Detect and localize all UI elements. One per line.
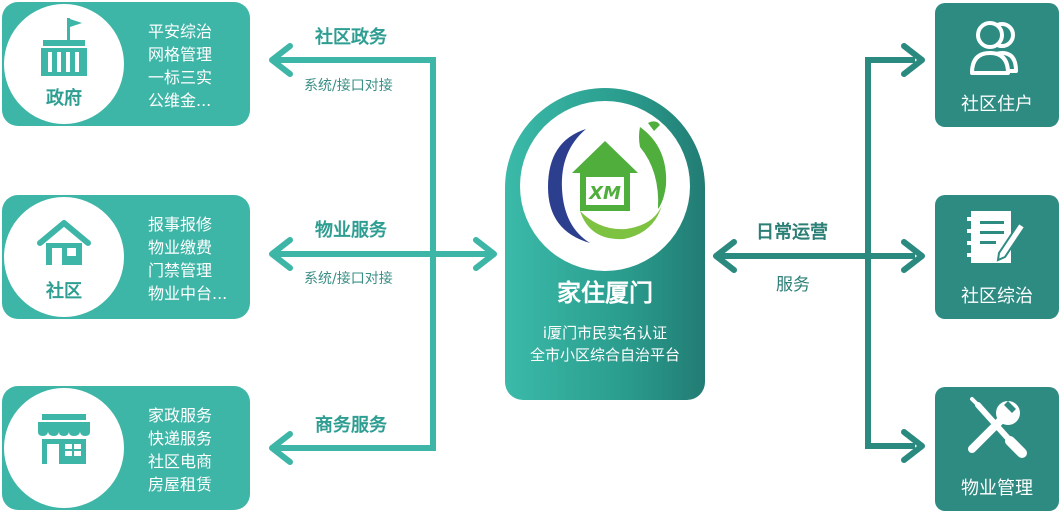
governance-node: 社区综治 bbox=[935, 195, 1059, 319]
users-icon bbox=[970, 21, 1018, 75]
government-item: 公维金... bbox=[148, 91, 212, 110]
community-item: 物业缴费 bbox=[148, 238, 213, 257]
community-icon-badge: 社区 bbox=[4, 197, 124, 317]
gov-connector-subtitle: 系统/接口对接 bbox=[304, 78, 393, 94]
community-node-items: 报事报修 物业缴费 门禁管理 物业中台... bbox=[148, 213, 227, 305]
wrench-screwdriver-icon bbox=[968, 397, 1027, 458]
community-item: 物业中台... bbox=[148, 284, 228, 303]
government-item: 一标三实 bbox=[148, 68, 213, 87]
platform-logo-text: XM bbox=[588, 183, 621, 204]
commerce-item: 家政服务 bbox=[148, 406, 213, 425]
residents-node: 社区住户 bbox=[935, 3, 1059, 127]
commerce-arrow-head bbox=[269, 431, 293, 465]
platform-desc-line: 全市小区综合自治平台 bbox=[529, 346, 680, 364]
government-icon-badge: 政府 bbox=[4, 4, 124, 124]
platform-logo: XM bbox=[520, 101, 690, 271]
government-node: 政府 平安综治 网格管理 一标三实 公维金... bbox=[2, 2, 250, 126]
government-building-icon bbox=[41, 18, 87, 76]
platform-name: 家住厦门 bbox=[557, 279, 653, 307]
property-arrow-head bbox=[901, 429, 925, 463]
operations-link-title: 日常运营 bbox=[756, 222, 828, 243]
government-item: 网格管理 bbox=[148, 45, 213, 64]
community-connector-subtitle: 系统/接口对接 bbox=[304, 271, 393, 287]
residents-node-name: 社区住户 bbox=[961, 94, 1033, 115]
commerce-node-items: 家政服务 快递服务 社区电商 房屋租赁 bbox=[148, 404, 212, 496]
community-item: 门禁管理 bbox=[148, 261, 213, 280]
community-node-name: 社区 bbox=[46, 281, 82, 302]
center-arrow-left-head bbox=[713, 239, 737, 273]
government-node-items: 平安综治 网格管理 一标三实 公维金... bbox=[148, 20, 212, 112]
platform-node: XM 家住厦门 i厦门市民实名认证 全市小区综合自治平台 bbox=[505, 88, 705, 400]
government-item: 平安综治 bbox=[148, 22, 213, 41]
commerce-node: 家政服务 快递服务 社区电商 房屋租赁 bbox=[2, 386, 250, 510]
government-node-name: 政府 bbox=[46, 88, 82, 109]
commerce-item: 社区电商 bbox=[148, 452, 213, 471]
commerce-connector-title: 商务服务 bbox=[315, 415, 387, 436]
property-node: 物业管理 bbox=[935, 387, 1059, 511]
operations-link-subtitle: 服务 bbox=[776, 275, 810, 295]
gov-connector-title: 社区政务 bbox=[315, 27, 387, 48]
shop-icon bbox=[38, 414, 90, 464]
governance-arrow-right-head bbox=[901, 239, 925, 273]
platform-desc-line: i厦门市民实名认证 bbox=[542, 324, 668, 342]
community-node: 社区 报事报修 物业缴费 门禁管理 物业中台... bbox=[2, 195, 250, 319]
property-node-name: 物业管理 bbox=[961, 478, 1033, 499]
platform-description: i厦门市民实名认证 全市小区综合自治平台 bbox=[505, 322, 705, 366]
gov-arrow-head bbox=[269, 43, 293, 77]
residents-arrow-head bbox=[901, 43, 925, 77]
community-arrow-right-head bbox=[473, 237, 497, 271]
community-item: 报事报修 bbox=[148, 215, 213, 234]
commerce-item: 房屋租赁 bbox=[148, 475, 213, 494]
community-arrow-left-head bbox=[269, 237, 293, 271]
commerce-item: 快递服务 bbox=[148, 429, 213, 448]
governance-node-name: 社区综治 bbox=[961, 286, 1033, 307]
notebook-pen-icon bbox=[967, 211, 1027, 263]
platform-logo-icon: XM bbox=[548, 121, 667, 243]
community-connector-title: 物业服务 bbox=[315, 220, 387, 241]
commerce-icon-badge bbox=[4, 388, 124, 508]
house-icon bbox=[37, 220, 91, 265]
